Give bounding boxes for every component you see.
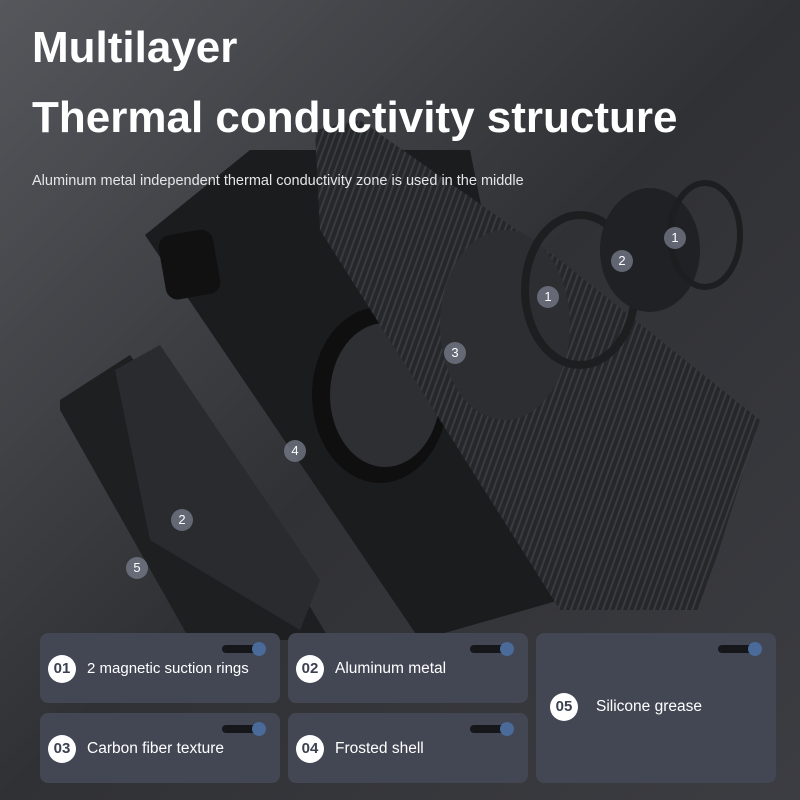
- feature-label: 2 magnetic suction rings: [87, 660, 249, 677]
- feature-card-05: 05 Silicone grease: [536, 633, 776, 783]
- marker-3-carbon: 3: [444, 342, 466, 364]
- feature-number: 04: [296, 735, 324, 763]
- toggle-switch: [222, 642, 266, 656]
- subtitle: Aluminum metal independent thermal condu…: [32, 173, 524, 189]
- feature-number: 03: [48, 735, 76, 763]
- feature-label: Silicone grease: [596, 698, 702, 715]
- feature-number: 05: [550, 693, 578, 721]
- toggle-switch: [222, 722, 266, 736]
- marker-2-aluminum-lower: 2: [171, 509, 193, 531]
- marker-1-ring-outer: 1: [664, 227, 686, 249]
- toggle-switch: [470, 722, 514, 736]
- title-line-2: Thermal conductivity structure: [32, 93, 678, 142]
- toggle-switch: [470, 642, 514, 656]
- feature-label: Aluminum metal: [335, 660, 447, 677]
- feature-number: 01: [48, 655, 76, 683]
- toggle-switch: [718, 642, 762, 656]
- feature-number: 02: [296, 655, 324, 683]
- title-line-1: Multilayer: [32, 23, 238, 72]
- marker-5-silicone: 5: [126, 557, 148, 579]
- feature-label: Frosted shell: [335, 740, 424, 757]
- marker-4-shell: 4: [284, 440, 306, 462]
- marker-2-aluminum: 2: [611, 250, 633, 272]
- feature-card-03: 03 Carbon fiber texture: [40, 713, 280, 783]
- feature-label: Carbon fiber texture: [87, 740, 224, 757]
- feature-card-04: 04 Frosted shell: [288, 713, 528, 783]
- marker-1-ring: 1: [537, 286, 559, 308]
- feature-card-01: 01 2 magnetic suction rings: [40, 633, 280, 703]
- feature-card-02: 02 Aluminum metal: [288, 633, 528, 703]
